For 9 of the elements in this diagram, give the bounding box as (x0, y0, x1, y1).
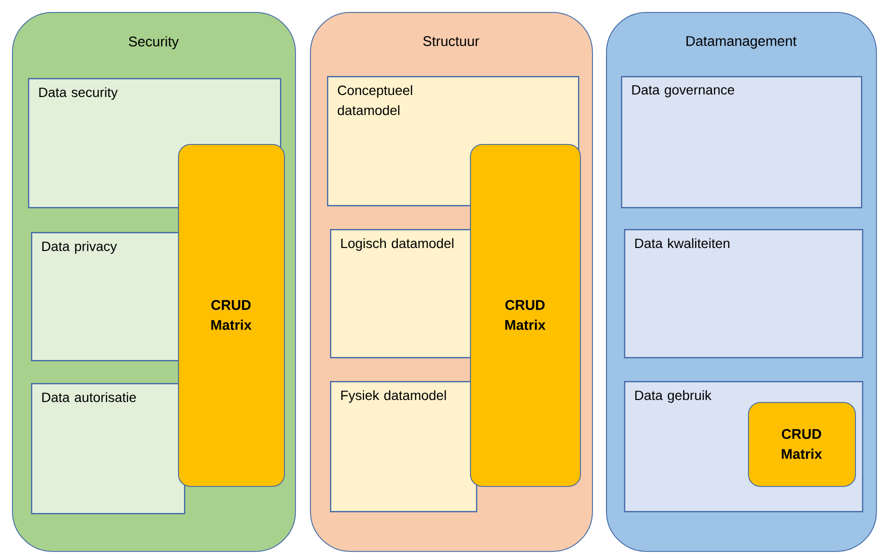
category-box: Data governance (621, 76, 862, 208)
category-box: Logisch datamodel (330, 229, 478, 358)
category-box: Data autorisatie (31, 383, 186, 514)
category-box: Data privacy (31, 232, 186, 362)
crud-matrix-box: CRUD Matrix (470, 144, 581, 487)
category-box: Data kwaliteiten (624, 229, 864, 358)
category-box: Fysiek datamodel (330, 381, 478, 512)
crud-matrix-box: CRUD Matrix (178, 144, 285, 487)
crud-matrix-box: CRUD Matrix (748, 402, 856, 487)
